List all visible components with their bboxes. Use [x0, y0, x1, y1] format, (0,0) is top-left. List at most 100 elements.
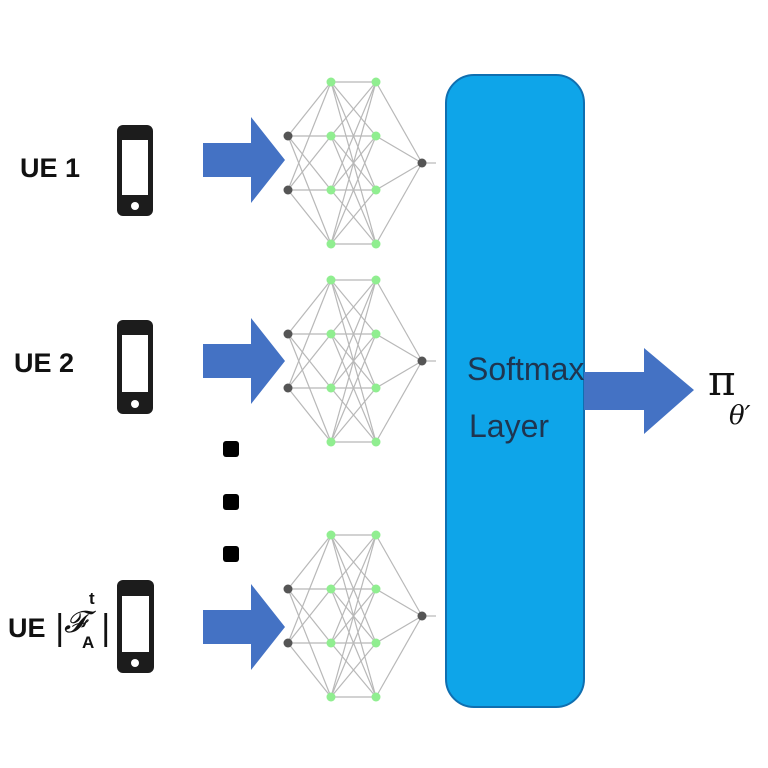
network-node-input — [283, 584, 293, 594]
cardinality-bar-right: | — [100, 608, 111, 648]
neural-network-n — [283, 530, 436, 702]
network-node-hidden-a — [326, 77, 336, 87]
network-edge — [330, 534, 377, 698]
network-edge — [375, 135, 423, 164]
softmax-label-line2: Layer — [469, 408, 549, 444]
policy-symbol: π — [708, 356, 736, 405]
neural-network-1 — [283, 77, 436, 249]
network-node-output — [417, 158, 427, 168]
network-node-hidden-a — [326, 329, 336, 339]
vertical-ellipsis — [223, 441, 239, 562]
input-arrow-2 — [203, 318, 285, 404]
network-node-input — [283, 131, 293, 141]
network-edge — [287, 333, 332, 389]
network-edge — [375, 360, 423, 443]
network-node-hidden-b — [371, 692, 381, 702]
network-edge — [287, 534, 332, 590]
network-edge — [330, 81, 377, 191]
network-edge — [287, 387, 332, 443]
network-edge — [375, 162, 423, 191]
network-node-hidden-a — [326, 530, 336, 540]
network-node-input — [283, 383, 293, 393]
network-node-input — [283, 638, 293, 648]
network-edge — [330, 279, 377, 389]
network-edge — [287, 642, 332, 698]
network-edge — [287, 81, 332, 191]
network-edge — [287, 81, 332, 137]
network-node-hidden-b — [371, 239, 381, 249]
network-node-input — [283, 185, 293, 195]
user-row-2: UE 2 — [14, 275, 436, 447]
network-edge — [287, 279, 332, 389]
network-node-input — [283, 329, 293, 339]
network-edge — [287, 279, 332, 335]
policy-output-label: π — [708, 356, 736, 405]
network-edge — [375, 333, 423, 362]
user-row-n: UE | 𝓕 t A | — [8, 530, 436, 702]
user-row-1: UE 1 — [20, 77, 436, 249]
network-node-output — [417, 611, 427, 621]
network-edge — [330, 279, 377, 335]
network-edge — [375, 615, 423, 644]
network-edge — [287, 189, 332, 245]
set-subscript: A — [82, 633, 94, 652]
network-node-hidden-b — [371, 77, 381, 87]
network-edge — [330, 588, 377, 698]
network-node-hidden-b — [371, 383, 381, 393]
network-edge — [375, 81, 423, 164]
network-node-hidden-b — [371, 131, 381, 141]
ue-label-1: UE 1 — [20, 153, 80, 183]
ue-label-n: UE — [8, 613, 46, 643]
output-arrow — [584, 348, 694, 434]
network-node-hidden-b — [371, 437, 381, 447]
network-edge — [375, 534, 423, 617]
phone-icon — [117, 125, 153, 216]
network-node-hidden-a — [326, 383, 336, 393]
ue-label-n-prefix: UE — [8, 613, 46, 643]
network-node-hidden-a — [326, 239, 336, 249]
network-node-hidden-a — [326, 692, 336, 702]
network-node-hidden-b — [371, 275, 381, 285]
softmax-layer-block — [445, 74, 585, 708]
network-edge — [330, 81, 377, 137]
policy-subscript: θ′ — [729, 401, 751, 431]
ue-label-2: UE 2 — [14, 348, 74, 378]
network-edge — [287, 588, 332, 644]
softmax-label-line1: Softmax — [467, 351, 584, 387]
neural-network-2 — [283, 275, 436, 447]
network-edge — [330, 81, 377, 245]
network-edge — [330, 279, 377, 443]
network-node-hidden-a — [326, 638, 336, 648]
network-node-hidden-a — [326, 131, 336, 141]
phone-icon — [117, 320, 153, 414]
network-node-hidden-a — [326, 584, 336, 594]
network-edge — [330, 135, 377, 245]
network-node-hidden-b — [371, 638, 381, 648]
set-superscript: t — [89, 589, 95, 608]
network-edge — [375, 588, 423, 617]
network-node-hidden-b — [371, 584, 381, 594]
network-edge — [330, 189, 377, 245]
network-node-hidden-b — [371, 329, 381, 339]
network-edge — [375, 279, 423, 362]
network-node-hidden-a — [326, 275, 336, 285]
network-edge — [287, 135, 332, 191]
input-arrow-n — [203, 584, 285, 670]
network-node-output — [417, 356, 427, 366]
network-node-hidden-b — [371, 185, 381, 195]
network-edge — [330, 534, 377, 644]
network-edge — [330, 333, 377, 443]
network-edge — [375, 360, 423, 389]
network-node-hidden-a — [326, 437, 336, 447]
network-edge — [375, 615, 423, 698]
network-node-hidden-a — [326, 185, 336, 195]
network-node-hidden-b — [371, 530, 381, 540]
network-edge — [330, 387, 377, 443]
network-edge — [375, 162, 423, 245]
cardinality-bar-left: | — [54, 608, 65, 648]
network-edge — [330, 642, 377, 698]
input-arrow-1 — [203, 117, 285, 203]
network-edge — [330, 534, 377, 590]
phone-icon — [117, 580, 154, 673]
